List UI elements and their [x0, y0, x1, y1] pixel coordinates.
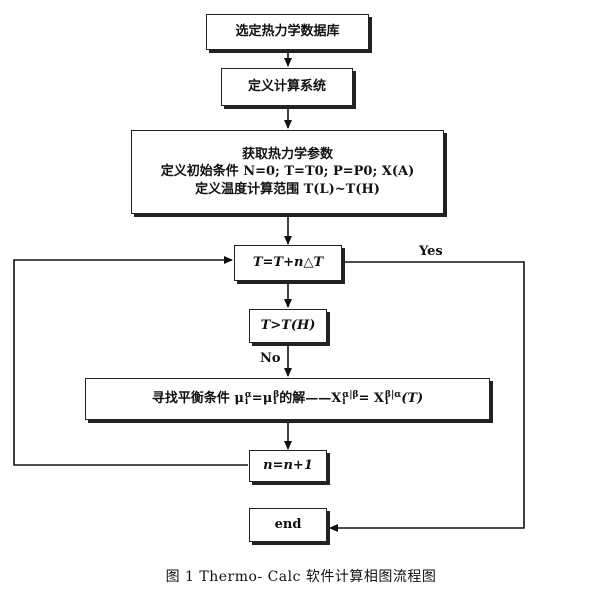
mu-beta-indices: β i	[273, 389, 280, 407]
node-get-parameters: 获取热力学参数 定义初始条件 N=0; T=T0; P=P0; X(A) 定义温…	[131, 130, 444, 214]
solve-equals: =μ	[251, 391, 273, 407]
solve-prefix: 寻找平衡条件 μ	[151, 391, 244, 407]
edge-yes-to-end	[329, 261, 525, 532]
figure-caption: 图 1 Thermo- Calc 软件计算相图流程图	[165, 569, 437, 585]
edge-label-no: No	[260, 351, 281, 366]
mu-alpha-sub: i	[244, 397, 249, 407]
node-temperature-check-label: T>T(H)	[260, 318, 316, 334]
node-select-database-label: 选定热力学数据库	[235, 24, 340, 40]
x1-sub: i	[342, 397, 346, 407]
node-temperature-increment-label: T=T+n△T	[252, 255, 324, 271]
node-define-system: 定义计算系统	[221, 68, 353, 106]
x1-sup: α|β	[342, 389, 359, 400]
node-end-label: end	[274, 517, 302, 533]
x2-indices: β|α i	[385, 389, 402, 407]
node-get-parameters-line2: 定义初始条件 N=0; T=T0; P=P0; X(A)	[160, 164, 415, 180]
mu-alpha-sup: α	[244, 389, 252, 400]
edge-counter-loop-back	[13, 256, 248, 466]
solve-eq2: = X	[358, 391, 384, 407]
solve-suffix: (T)	[401, 391, 424, 407]
node-counter-increment: n=n+1	[249, 450, 327, 482]
node-get-parameters-line3: 定义温度计算范围 T(L)~T(H)	[195, 181, 380, 197]
solve-middle: 的解——X	[279, 391, 342, 407]
x1-indices: α|β i	[342, 389, 359, 407]
mu-beta-sub: i	[273, 397, 277, 407]
node-define-system-label: 定义计算系统	[247, 79, 326, 95]
node-end: end	[249, 508, 327, 542]
node-select-database: 选定热力学数据库	[206, 14, 369, 50]
node-temperature-check: T>T(H)	[249, 309, 327, 343]
node-equilibrium-solve: 寻找平衡条件 μ α i =μ β i 的解——X α|β i = X β|α …	[85, 378, 490, 420]
node-get-parameters-line1: 获取热力学参数	[241, 146, 333, 162]
x2-sup: β|α	[385, 389, 402, 400]
mu-alpha-indices: α i	[244, 389, 252, 407]
x2-sub: i	[385, 397, 389, 407]
node-temperature-increment: T=T+n△T	[234, 245, 342, 281]
edge-label-yes: Yes	[419, 244, 443, 259]
mu-beta-sup: β	[273, 389, 280, 400]
node-counter-increment-label: n=n+1	[263, 458, 313, 474]
